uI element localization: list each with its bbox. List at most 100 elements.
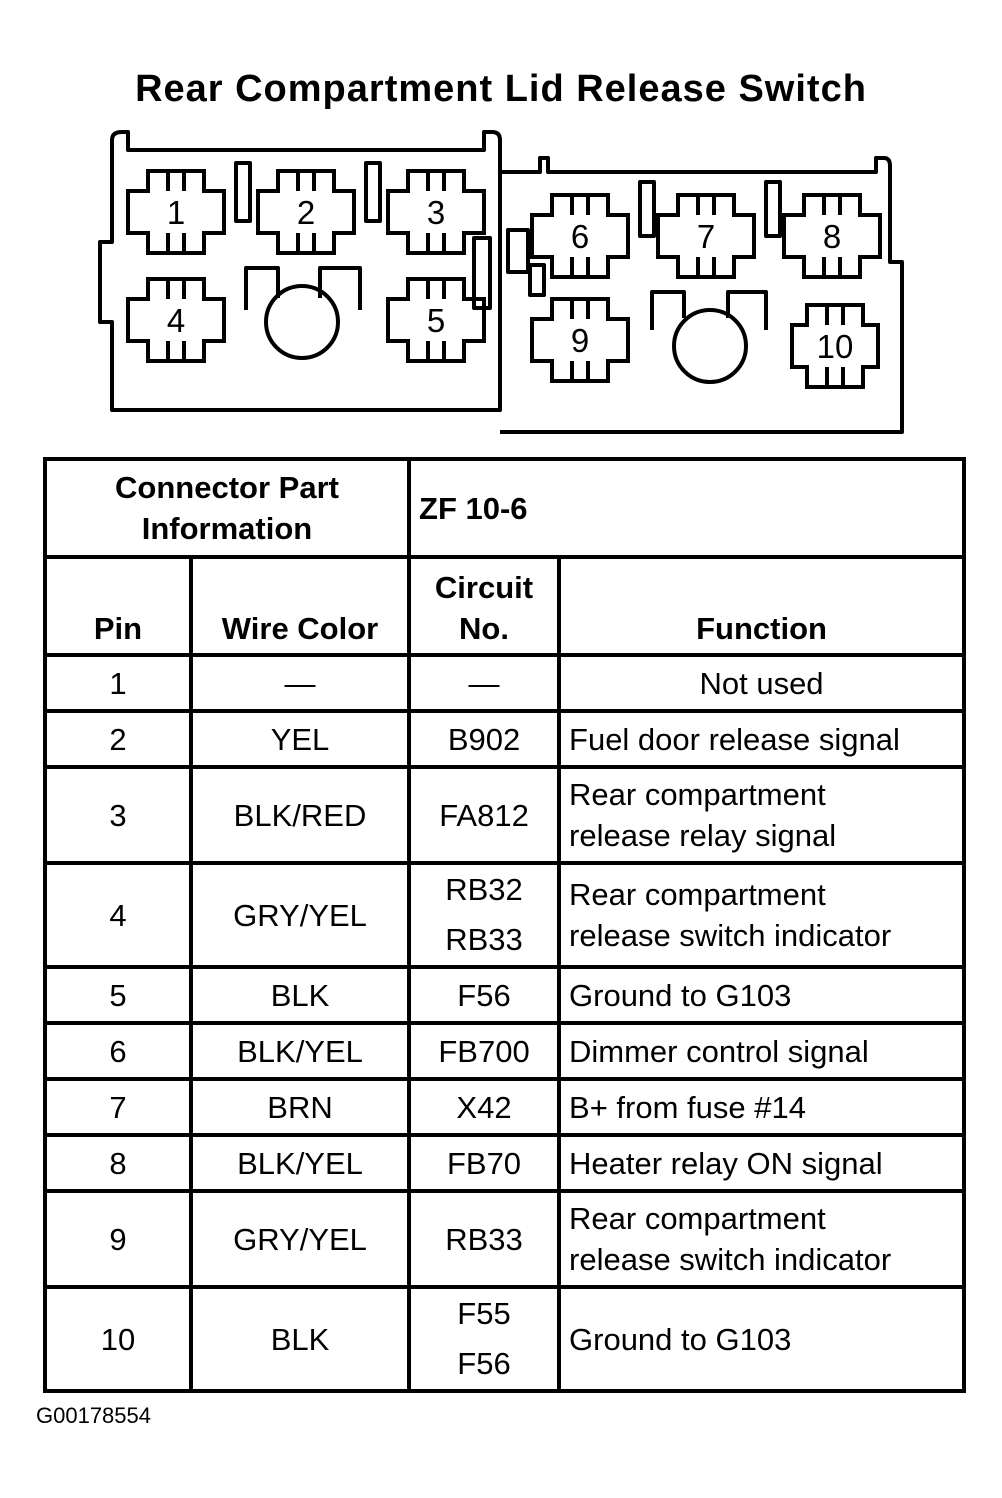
function-cell: Ground to G103 [557,965,967,1025]
pin-cell: 2 [43,709,193,769]
pin-cell: 1 [43,653,193,713]
guide-pin-right [672,308,748,384]
pin-cell: 6 [43,1021,193,1081]
wire-color-cell: YEL [188,709,412,769]
latch-slot [528,263,546,297]
cavity-label-6: 6 [571,218,589,255]
table-row: 1——Not used [43,653,967,713]
connector-part-info-row: Connector Part Information ZF 10-6 [42,457,967,559]
function-cell: Not used [557,653,967,713]
wire-color-cell: BRN [188,1077,412,1137]
connector-housing-left [98,130,502,412]
column-header-row: Pin Wire Color Circuit No. Function [43,555,967,657]
header-pin: Pin [43,555,193,657]
pin-cell: 7 [43,1077,193,1137]
function-cell: B+ from fuse #14 [557,1077,967,1137]
part-info-label-line2: Information [141,511,313,546]
pinout-table: Connector Part Information ZF 10-6 Pin W… [42,457,967,1393]
terminal-cavity-10 [790,303,880,389]
wire-color-cell: BLK/YEL [188,1021,412,1081]
diagram-title: Rear Compartment Lid Release Switch [135,68,867,110]
part-info-value: ZF 10-6 [407,457,967,559]
part-info-label: Connector Part Information [42,457,412,559]
circuit-line: — [468,665,500,701]
function-line: release switch indicator [569,918,892,953]
cavity-label-8: 8 [823,218,841,255]
function-cell: Fuel door release signal [557,709,967,769]
cavity-label-3: 3 [427,194,445,231]
pin-cell: 5 [43,965,193,1025]
guide-pin-left [264,284,340,360]
latch-slot [364,161,382,223]
wire-color-cell: BLK [188,1285,412,1393]
header-circuit-no: Circuit No. [407,555,562,657]
latch-slot [764,180,782,238]
guide-pin-right-bracket [650,290,768,330]
circuit-cell: F56 [407,965,562,1025]
header-function: Function [557,555,967,657]
wire-color-cell: BLK/YEL [188,1133,412,1193]
wire-color-cell: GRY/YEL [188,1189,412,1289]
circuit-cell: B902 [407,709,562,769]
function-line: release switch indicator [569,1242,892,1277]
pin-cell: 3 [43,765,193,865]
wire-color-cell: BLK [188,965,412,1025]
circuit-line: X42 [456,1089,512,1125]
circuit-cell: RB33 [407,1189,562,1289]
circuit-cell: FB700 [407,1021,562,1081]
function-cell: Rear compartment release switch indicator [557,1189,967,1289]
function-line: Rear compartment [569,1201,826,1236]
cavity-label-7: 7 [697,218,715,255]
terminal-cavity-1 [126,169,226,255]
circuit-line: F56 [457,977,511,1013]
latch-slot [234,161,252,223]
function-cell: Heater relay ON signal [557,1133,967,1193]
circuit-line: F55 [457,1296,511,1331]
cavity-label-1: 1 [167,194,185,231]
function-line: release relay signal [569,818,837,853]
terminal-cavity-2 [256,169,356,255]
function-line: Not used [699,665,824,701]
terminal-cavity-6 [530,193,630,279]
circuit-line: B902 [447,721,521,757]
circuit-line: F56 [457,1346,511,1381]
function-line: Ground to G103 [569,1321,792,1357]
cavity-label-10: 10 [817,328,854,365]
circuit-cell: FB70 [407,1133,562,1193]
circuit-cell: FA812 [407,765,562,865]
figure-id: G00178554 [36,1403,151,1428]
wire-color-cell: — [188,653,412,713]
pin-cell: 4 [43,861,193,969]
cavity-label-2: 2 [297,194,315,231]
circuit-line: RB32 [445,872,523,907]
wire-color-cell: GRY/YEL [188,861,412,969]
terminal-cavity-9 [530,297,630,383]
cavity-label-4: 4 [167,302,185,339]
terminal-cavity-8 [782,193,882,279]
terminal-cavity-3 [386,169,486,255]
pin-cell: 10 [43,1285,193,1393]
latch-slot [638,180,656,238]
function-cell: Ground to G103 [557,1285,967,1393]
function-line: B+ from fuse #14 [569,1089,806,1125]
terminal-cavity-7 [656,193,756,279]
circuit-line: RB33 [445,922,523,957]
pin-cell: 9 [43,1189,193,1289]
terminal-cavity-4 [126,277,226,363]
function-line: Dimmer control signal [569,1033,869,1069]
cavity-label-5: 5 [427,302,445,339]
function-line: Heater relay ON signal [569,1145,883,1181]
function-line: Fuel door release signal [569,721,900,757]
header-wire-color: Wire Color [188,555,412,657]
circuit-line: FB70 [446,1145,522,1181]
